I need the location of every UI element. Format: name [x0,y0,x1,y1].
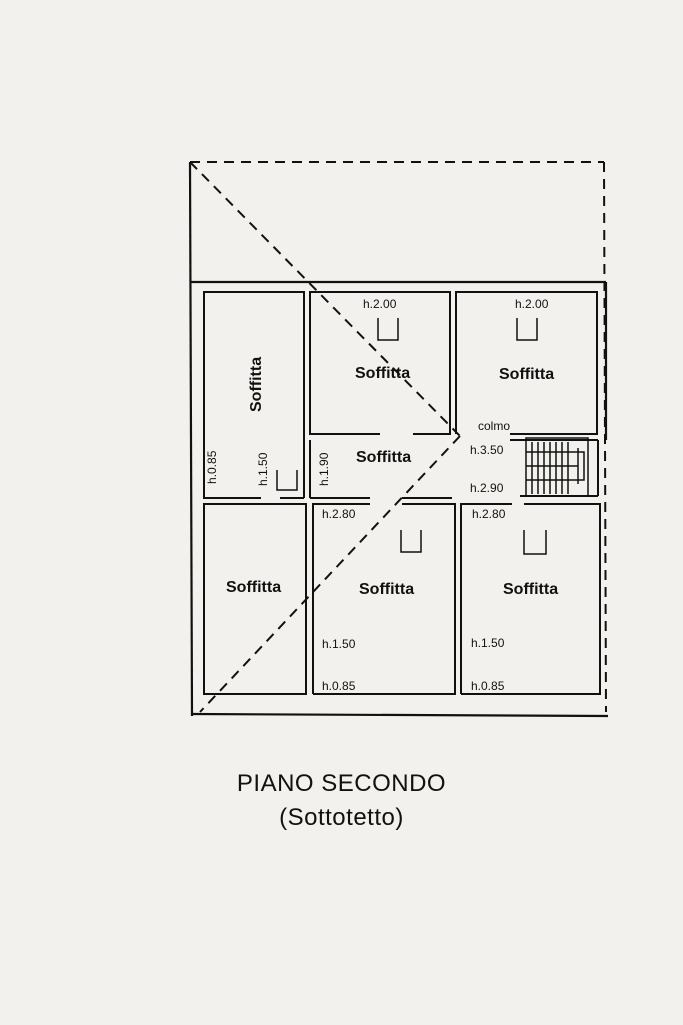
height-left-1-50: h.1.50 [256,452,270,486]
floor-plan: Soffitta Soffitta Soffitta Soffitta Soff… [188,161,609,718]
height-corridor-2-80-right: h.2.80 [472,507,506,521]
height-colmo: h.3.50 [470,443,504,457]
height-bottom-middle-1-50: h.1.50 [322,637,356,651]
room-label-bottom-middle: Soffitta [359,581,414,598]
height-top-middle: h.2.00 [363,297,397,311]
room-label-top-middle: Soffitta [355,365,410,382]
room-label-bottom-right: Soffitta [503,581,558,598]
colmo-label: colmo [478,419,510,433]
height-top-right: h.2.00 [515,297,549,311]
room-walls [203,291,601,695]
room-label-bottom-left: Soffitta [226,579,281,596]
plan-subtitle: (Sottotetto) [279,804,404,831]
height-bottom-right-1-50: h.1.50 [471,636,505,650]
height-corridor-2-80-left: h.2.80 [322,507,356,521]
height-markers [276,318,547,555]
height-bottom-middle-0-85: h.0.85 [322,679,356,693]
room-label-top-right: Soffitta [499,366,554,383]
plan-title: PIANO SECONDO [236,770,447,797]
height-left-0-85: h.0.85 [205,450,219,484]
roof-outline [189,161,607,713]
height-corridor-1-90: h.1.90 [317,452,331,486]
staircase [525,437,589,497]
room-label-left-vertical: Soffitta [248,357,265,412]
height-corridor-2-90: h.2.90 [470,481,504,495]
outer-walls [188,161,609,718]
room-label-corridor: Soffitta [356,449,411,466]
height-bottom-right-0-85: h.0.85 [471,679,505,693]
